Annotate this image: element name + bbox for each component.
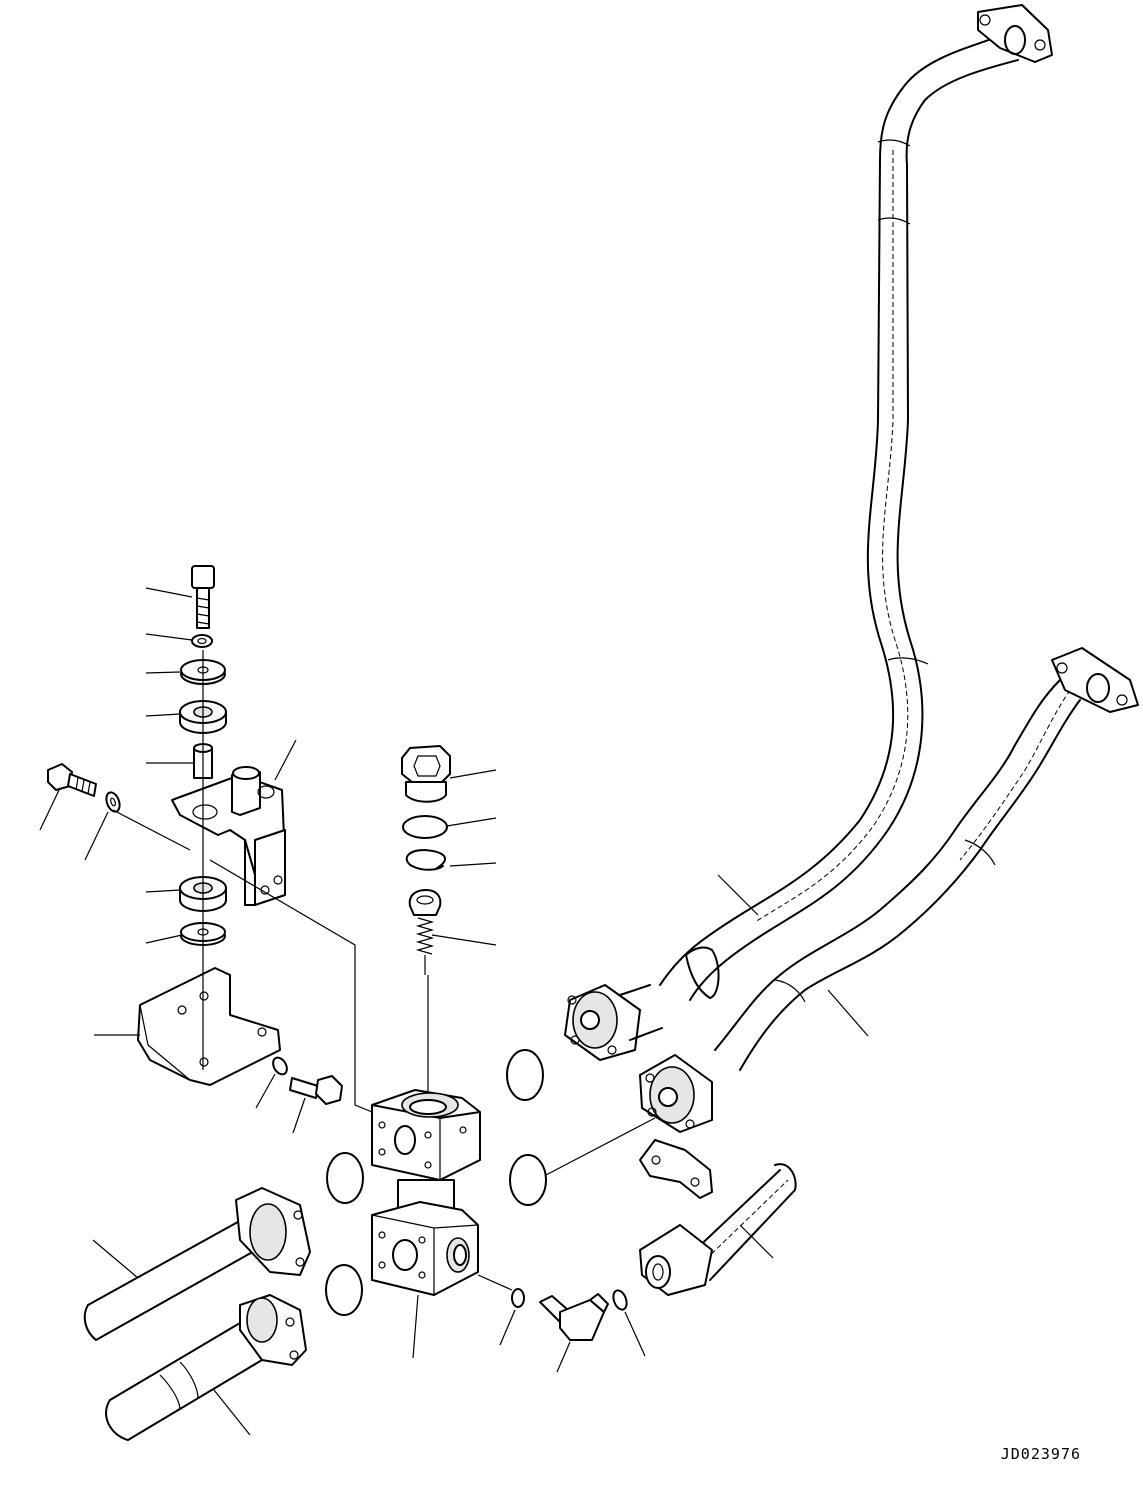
valve-spring[interactable]: [408, 889, 442, 975]
tube-left-upper[interactable]: [83, 1187, 311, 1341]
o-ring-elbow-left[interactable]: [511, 1288, 525, 1308]
bolt-side[interactable]: [47, 763, 97, 797]
o-ring-left-lower[interactable]: [325, 1264, 363, 1316]
tube-left-lower[interactable]: [105, 1294, 307, 1441]
elbow[interactable]: [539, 1293, 609, 1341]
hose-right-short[interactable]: [639, 1163, 797, 1296]
drawing-id-label: JD023976: [1000, 1445, 1081, 1463]
washer-small[interactable]: [191, 634, 213, 648]
washer-bracket[interactable]: [270, 1055, 289, 1077]
bracket-lower[interactable]: [137, 967, 281, 1086]
bracket-upper[interactable]: [171, 766, 286, 906]
o-ring-right-lower[interactable]: [509, 1154, 547, 1206]
o-ring-elbow-right[interactable]: [611, 1289, 629, 1312]
plug[interactable]: [401, 745, 451, 803]
snap-ring[interactable]: [405, 849, 446, 871]
valve-block[interactable]: [371, 1089, 481, 1296]
split-flange[interactable]: [639, 1139, 713, 1199]
hose-upper[interactable]: [564, 4, 1053, 1061]
o-ring-right-upper[interactable]: [506, 1049, 544, 1101]
o-ring-left-upper[interactable]: [326, 1152, 364, 1204]
bolt-long[interactable]: [191, 565, 215, 629]
bolt-bracket[interactable]: [289, 1075, 343, 1105]
o-ring-plug[interactable]: [402, 815, 448, 839]
leader-lines: [39, 587, 869, 1436]
hose-lower[interactable]: [639, 647, 1139, 1133]
